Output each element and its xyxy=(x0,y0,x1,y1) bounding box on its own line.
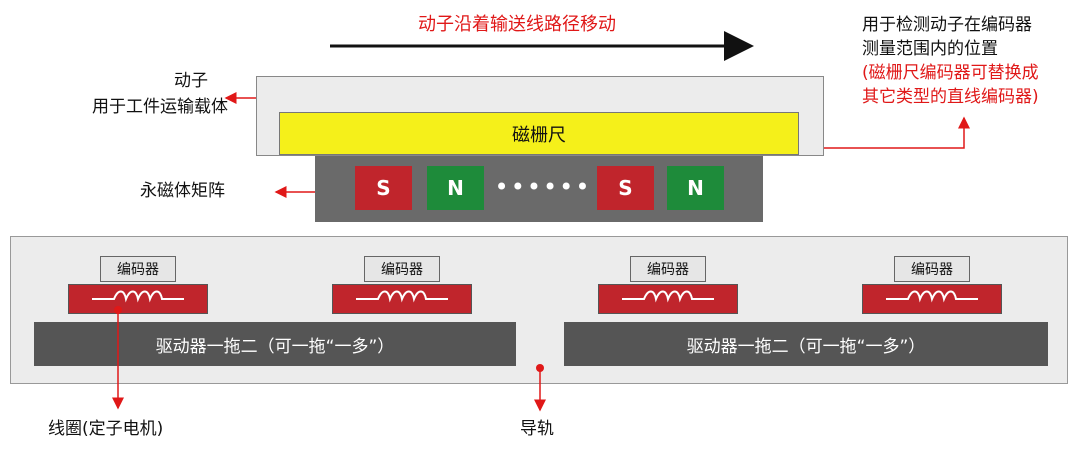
driver-1-label: 驱动器一拖二（可一拖“一多”） xyxy=(155,336,395,357)
driver-1: 驱动器一拖二（可一拖“一多”） xyxy=(34,322,516,366)
magnet-n-2: N xyxy=(667,166,724,210)
encoder-3: 编码器 xyxy=(630,256,706,282)
magnet-array-label: 永磁体矩阵 xyxy=(140,181,225,201)
encoder-1: 编码器 xyxy=(100,256,176,282)
magnetic-scale: 磁栅尺 xyxy=(279,112,799,155)
coil-winding-3 xyxy=(622,290,714,303)
direction-title: 动子沿着输送线路径移动 xyxy=(418,14,616,35)
encoder-note-2: 测量范围内的位置 xyxy=(862,39,998,59)
encoder-note-1: 用于检测动子在编码器 xyxy=(862,15,1032,35)
coil-winding-2 xyxy=(356,290,448,303)
driver-2: 驱动器一拖二（可一拖“一多”） xyxy=(564,322,1048,366)
magnet-s-1: S xyxy=(355,166,412,210)
encoder-note-red-1: (磁栅尺编码器可替换成 xyxy=(862,63,1039,83)
magnetic-scale-label: 磁栅尺 xyxy=(512,124,566,146)
rail-label: 导轨 xyxy=(520,419,554,439)
encoder-note-red-2: 其它类型的直线编码器) xyxy=(862,87,1039,107)
coil-label: 线圈(定子电机) xyxy=(48,419,164,439)
magnet-ellipsis: •••••• xyxy=(494,173,592,201)
magnet-s-2: S xyxy=(597,166,654,210)
coil-winding-1 xyxy=(92,290,184,303)
scale-pointer xyxy=(786,116,970,149)
encoder-2: 编码器 xyxy=(364,256,440,282)
coil-winding-4 xyxy=(886,290,978,303)
mover-label-1: 动子 xyxy=(174,71,208,91)
driver-2-label: 驱动器一拖二（可一拖“一多”） xyxy=(686,336,926,357)
magnet-n-1: N xyxy=(427,166,484,210)
mover-label-2: 用于工件运输载体 xyxy=(92,97,228,117)
encoder-4: 编码器 xyxy=(894,256,970,282)
